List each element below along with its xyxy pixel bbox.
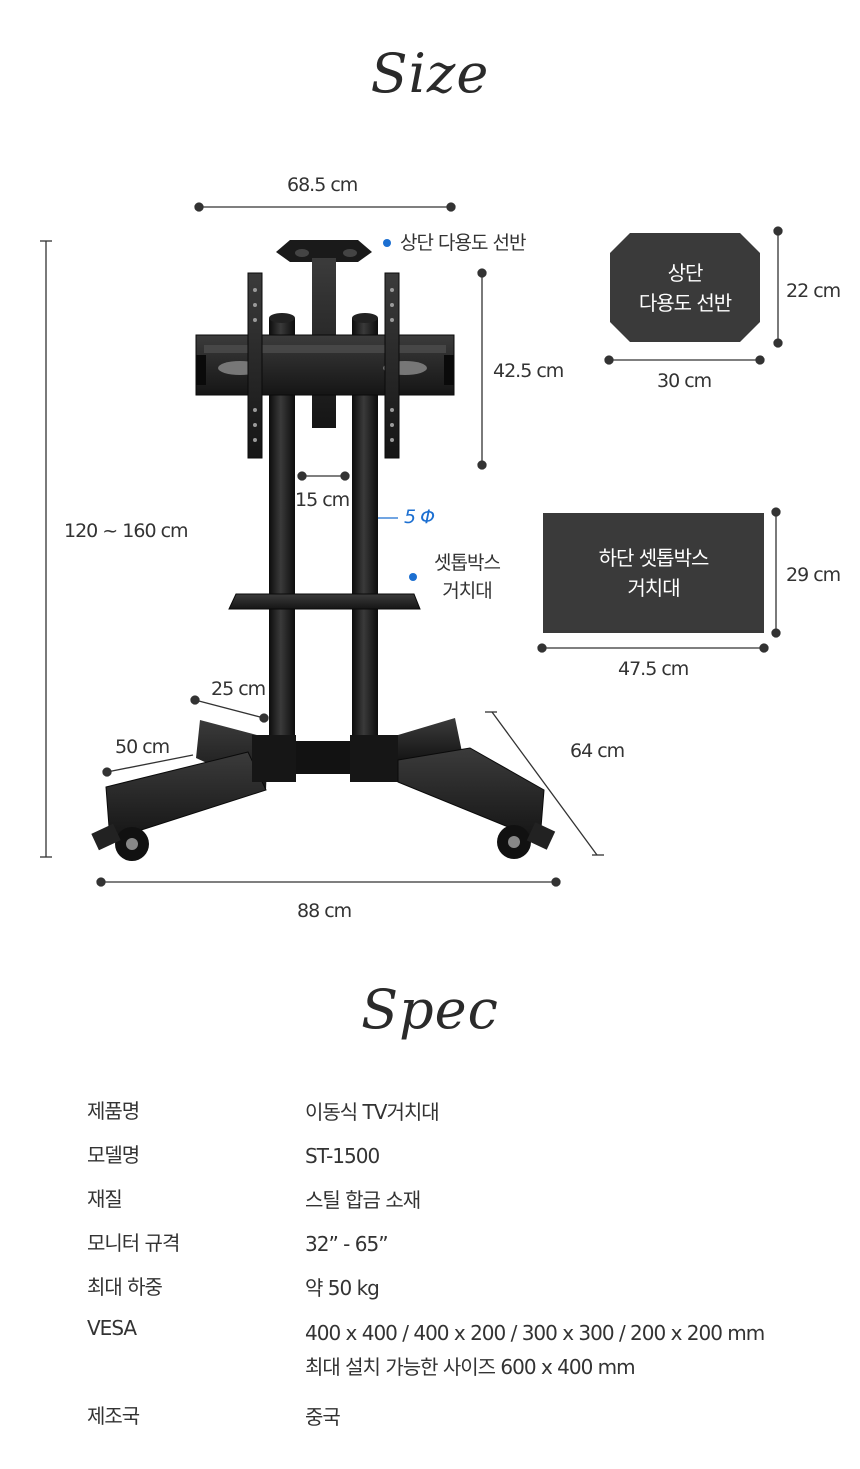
caster-wheel-left (91, 823, 149, 861)
dim-base-depth-label: 64 cm (570, 740, 625, 762)
callout-settop-line2: 거치대 (442, 580, 492, 602)
bottom-shelf-width-label: 47.5 cm (618, 658, 689, 680)
spec-label-max-load: 최대 하중 (87, 1275, 163, 1299)
bottom-shelf-box-line2: 거치대 (627, 576, 680, 600)
dim-height-line (40, 240, 52, 858)
dim-base-depth-line (485, 711, 604, 856)
dim-bracket-line (477, 268, 487, 470)
top-shelf-box: 상단 다용도 선반 (610, 233, 760, 342)
dim-height-label: 120 ~ 160 cm (64, 520, 189, 542)
callout-top-shelf: 상단 다용도 선반 (400, 232, 526, 254)
dim-top-width-label: 68.5 cm (287, 174, 358, 196)
dim-leg-long-line (102, 754, 194, 777)
stand-diagram (40, 202, 604, 887)
spec-value-monitor-size: 32” - 65” (305, 1232, 389, 1256)
dim-pole-gap-label: 15 cm (295, 489, 350, 511)
dim-base-width-label: 88 cm (297, 900, 352, 922)
dim-base-width-line (96, 877, 561, 887)
spec-value-product-name: 이동식 TV거치대 (305, 1100, 440, 1124)
callout-settop-line1: 셋톱박스 (434, 552, 501, 574)
tv-stand-illustration (91, 240, 556, 861)
top-shelf-box-line2: 다용도 선반 (638, 290, 732, 315)
dim-bracket-label: 42.5 cm (493, 360, 564, 382)
callout-dot-top-shelf (383, 239, 391, 247)
spec-label-monitor-size: 모니터 규격 (87, 1231, 180, 1255)
spec-value-vesa-line2: 최대 설치 가능한 사이즈 600 x 400 mm (305, 1355, 636, 1379)
dim-pole-diameter-label: 5 Φ (404, 506, 435, 528)
bottom-shelf-box: 하단 셋톱박스 거치대 (543, 513, 764, 633)
caster-wheel-right (497, 822, 556, 859)
top-shelf-box-shape (537, 226, 783, 653)
spec-title: Spec (361, 978, 499, 1041)
spec-value-material: 스틸 합금 소재 (305, 1188, 421, 1212)
spec-label-product-name: 제품명 (87, 1099, 140, 1123)
spec-label-vesa: VESA (87, 1316, 137, 1340)
callout-settop: 셋톱박스 거치대 (422, 549, 512, 605)
dim-top-width-line (194, 202, 456, 212)
bottom-shelf-height-label: 29 cm (786, 564, 841, 586)
dim-leg-short-label: 25 cm (211, 678, 266, 700)
top-shelf-width-label: 30 cm (657, 370, 712, 392)
spec-label-model: 모델명 (87, 1143, 140, 1167)
spec-value-model: ST-1500 (305, 1144, 380, 1168)
top-shelf-box-line1: 상단 (667, 260, 704, 285)
callout-dot-settop (409, 573, 417, 581)
top-shelf-height-label: 22 cm (786, 280, 841, 302)
spec-value-vesa: 400 x 400 / 400 x 200 / 300 x 300 / 200 … (305, 1316, 765, 1384)
size-title: Size (370, 42, 490, 105)
spec-label-origin: 제조국 (87, 1404, 140, 1428)
dim-pole-gap-line (297, 471, 350, 481)
bottom-shelf-box-line1: 하단 셋톱박스 (598, 546, 710, 570)
spec-value-origin: 중국 (305, 1405, 341, 1429)
spec-label-material: 재질 (87, 1187, 123, 1211)
spec-value-vesa-line1: 400 x 400 / 400 x 200 / 300 x 300 / 200 … (305, 1321, 765, 1345)
dim-leg-long-label: 50 cm (115, 736, 170, 758)
dim-leg-short-line (190, 695, 269, 723)
spec-value-max-load: 약 50 kg (305, 1276, 380, 1300)
